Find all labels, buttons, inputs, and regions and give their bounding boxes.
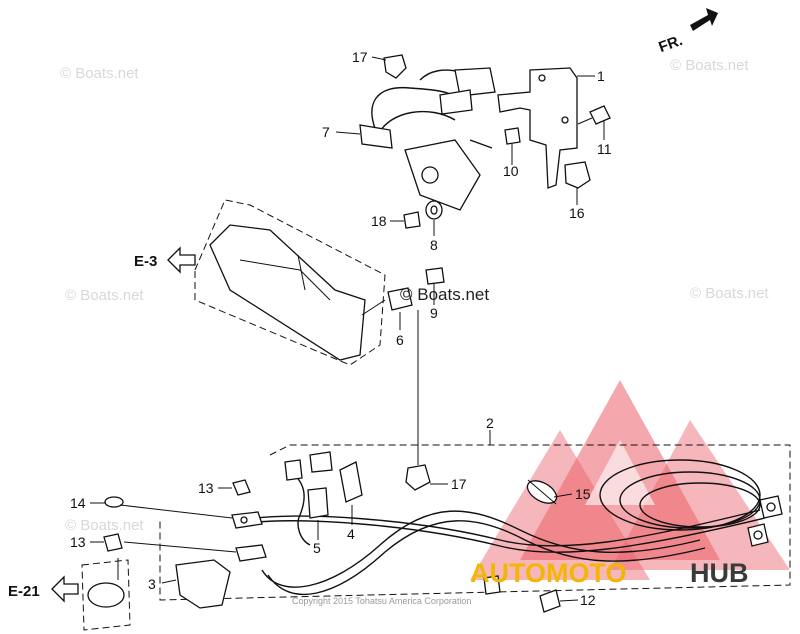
callout-8: 8	[430, 237, 438, 253]
nut-part-13-lower	[103, 533, 123, 552]
watermark-bottom-left: © Boats.net	[65, 517, 144, 534]
bracket-part-6	[361, 287, 413, 316]
terminal-lead	[284, 451, 333, 546]
callout-13-upper: 13	[198, 480, 214, 496]
callout-18: 18	[371, 213, 387, 229]
cap-part-4	[339, 461, 363, 503]
callout-15: 15	[575, 486, 591, 502]
nut-part-13-upper	[232, 479, 251, 496]
callout-6: 6	[396, 332, 404, 348]
copyright-notice: Copyright 2015 Tohatsu America Corporati…	[292, 596, 471, 606]
callout-17-top: 17	[352, 49, 368, 65]
callout-labels: 1 2 3 4 5 6 7 8 9 10 11 12 13 13 14 15 1…	[70, 49, 612, 608]
callout-11: 11	[597, 141, 612, 157]
watermark-top-left: © Boats.net	[60, 65, 139, 82]
callout-4: 4	[347, 526, 355, 542]
bolt-part-12	[539, 589, 561, 613]
clip-part-16	[564, 161, 591, 189]
grommet-part-8	[425, 200, 443, 220]
front-label: FR.	[656, 32, 685, 56]
frame-e3-assembly	[194, 199, 386, 366]
callout-10: 10	[503, 163, 519, 179]
callout-9: 9	[430, 305, 438, 321]
logo-word-automoto: AUTOMOTO	[470, 558, 627, 588]
callout-17-bottom: 17	[451, 476, 467, 492]
washer-part-14	[104, 496, 124, 508]
front-direction-indicator: FR.	[656, 8, 718, 56]
clamp-part-17-bottom	[405, 464, 431, 491]
terminal-small	[483, 575, 501, 595]
callout-5: 5	[313, 540, 321, 556]
watermark-top-right: © Boats.net	[670, 57, 749, 74]
watermark-group: © Boats.net © Boats.net © Boats.net © Bo…	[60, 57, 769, 534]
solenoid-e21	[81, 558, 131, 631]
bracket-part-1	[497, 67, 578, 189]
watermark-mid-left: © Boats.net	[65, 287, 144, 304]
terminal-plates	[119, 504, 267, 562]
callout-leaders	[90, 56, 605, 602]
callout-13-lower: 13	[70, 534, 86, 550]
clamp-part-17-top	[383, 54, 407, 79]
automotohub-wordmark: AUTOMOTO HUB	[470, 558, 749, 588]
cover-part-3	[175, 559, 231, 609]
watermark-mid-right: © Boats.net	[690, 285, 769, 302]
arrow-to-e3: E-3	[134, 246, 196, 274]
harness-part-7	[359, 67, 496, 211]
watermark-center: © Boats.net	[400, 285, 489, 304]
callout-7: 7	[322, 124, 330, 140]
logo-word-hub: HUB	[690, 558, 749, 588]
callout-2: 2	[486, 415, 494, 431]
callout-1: 1	[597, 68, 605, 84]
grommet-part-18	[403, 211, 421, 229]
arrow-to-e21: E-21	[8, 575, 79, 603]
callout-12: 12	[580, 592, 596, 608]
band-part-15	[526, 479, 558, 505]
callout-16: 16	[569, 205, 585, 221]
callout-14: 14	[70, 495, 86, 511]
callout-3: 3	[148, 576, 156, 592]
reference-e21: E-21	[8, 583, 40, 600]
reference-e3: E-3	[134, 253, 157, 270]
bolt-part-11	[577, 105, 611, 125]
cap-part-5	[307, 487, 329, 519]
